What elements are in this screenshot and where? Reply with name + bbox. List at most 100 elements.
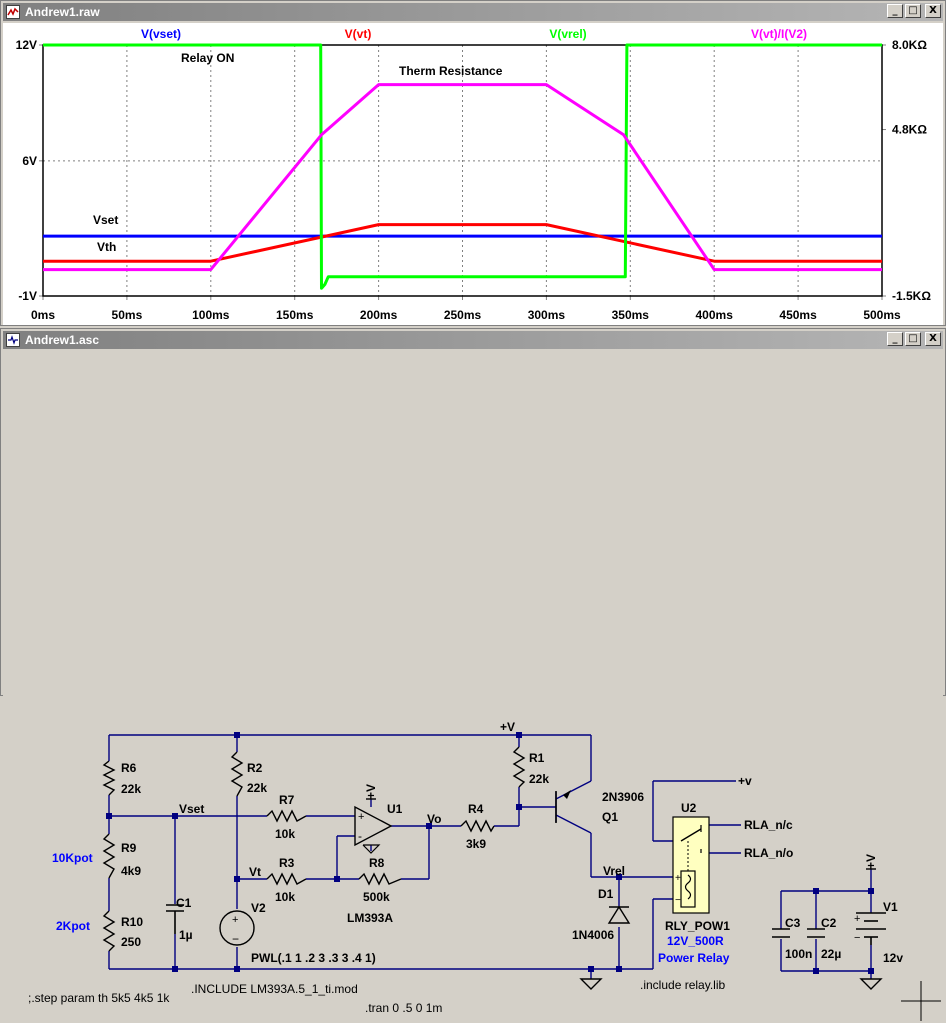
waveform-restore-button[interactable]: □ bbox=[905, 4, 921, 18]
v2-plus-sign: + bbox=[232, 914, 238, 926]
x-tick-label: 300ms bbox=[528, 308, 566, 322]
u1-minus-pin: - bbox=[358, 829, 362, 843]
c2-value: 22µ bbox=[821, 947, 841, 961]
r7-value: 10k bbox=[275, 827, 295, 841]
net-label-plus-v-relay: +v bbox=[738, 774, 752, 788]
x-tick-label: 150ms bbox=[276, 308, 314, 322]
plot-background bbox=[3, 23, 943, 325]
v2-minus-sign: − bbox=[232, 932, 239, 946]
r6-value: 22k bbox=[121, 782, 141, 796]
y-right-tick-label: 8.0KΩ bbox=[892, 38, 927, 52]
r10-name: R10 bbox=[121, 915, 143, 929]
waveform-titlebar[interactable]: Andrew1.raw _ □ X bbox=[3, 3, 943, 21]
legend-label: V(vset) bbox=[141, 27, 181, 41]
d1-name: D1 bbox=[598, 887, 614, 901]
plot-annotation: Vset bbox=[93, 213, 118, 227]
waveform-app-icon bbox=[6, 5, 20, 19]
schematic-minimize-button[interactable]: _ bbox=[887, 332, 903, 346]
r8-name: R8 bbox=[369, 856, 385, 870]
x-tick-label: 200ms bbox=[360, 308, 398, 322]
u2-coil-plus-pin: + bbox=[675, 873, 681, 884]
r4-value: 3k9 bbox=[466, 837, 486, 851]
r2-name: R2 bbox=[247, 761, 263, 775]
d1-value: 1N4006 bbox=[572, 928, 614, 942]
u1-value: LM393A bbox=[347, 911, 393, 925]
schematic-app-icon bbox=[6, 333, 20, 347]
waveform-minimize-button[interactable]: _ bbox=[887, 4, 903, 18]
crosshair-cursor-icon bbox=[901, 981, 941, 1021]
plot-annotation: Therm Resistance bbox=[399, 64, 503, 78]
y-left-tick-label: 12V bbox=[16, 38, 37, 52]
schematic-resistors bbox=[102, 746, 526, 952]
schematic-close-button[interactable]: X bbox=[925, 332, 941, 346]
c2-name: C2 bbox=[821, 916, 837, 930]
r3-name: R3 bbox=[279, 856, 295, 870]
r10-value: 250 bbox=[121, 935, 141, 949]
q1-transistor-symbol bbox=[555, 790, 571, 823]
plot-annotation: Vth bbox=[97, 240, 116, 254]
y-left-tick-label: -1V bbox=[18, 289, 37, 303]
schematic-canvas[interactable]: + − + − + - bbox=[3, 681, 943, 1023]
v2-name: V2 bbox=[251, 901, 266, 915]
u2-attr-type: Power Relay bbox=[658, 951, 730, 965]
x-tick-label: 50ms bbox=[112, 308, 143, 322]
pot-label-2k: 2Kpot bbox=[56, 919, 90, 933]
r9-value: 4k9 bbox=[121, 864, 141, 878]
c3-name: C3 bbox=[785, 916, 801, 930]
series-resistance-line bbox=[43, 83, 882, 272]
u2-attr-rating: 12V_500R bbox=[667, 934, 724, 948]
y-left-tick-label: 6V bbox=[22, 154, 37, 168]
d1-diode-symbol bbox=[607, 905, 631, 924]
schematic-window-title: Andrew1.asc bbox=[25, 333, 100, 347]
directive-tran: .tran 0 .5 0 1m bbox=[365, 1001, 442, 1015]
net-label-plus-v-top: +V bbox=[500, 720, 515, 734]
u1-plus-pin: + bbox=[358, 811, 364, 823]
net-label-vo: Vo bbox=[427, 812, 441, 826]
y-right-tick-label: -1.5KΩ bbox=[892, 289, 931, 303]
net-label-vset: Vset bbox=[179, 802, 204, 816]
x-tick-label: 350ms bbox=[612, 308, 650, 322]
series-vrel-line bbox=[43, 43, 882, 290]
plot-annotation: Relay ON bbox=[181, 51, 234, 65]
v2-value: PWL(.1 1 .2 3 .3 3 .4 1) bbox=[251, 951, 376, 965]
directive-include-lib: .include relay.lib bbox=[640, 978, 725, 992]
pot-label-10k: 10Kpot bbox=[52, 851, 93, 865]
v1-value: 12v bbox=[883, 951, 903, 965]
r1-name: R1 bbox=[529, 751, 545, 765]
r9-name: R9 bbox=[121, 841, 137, 855]
v1-name: V1 bbox=[883, 900, 898, 914]
r7-name: R7 bbox=[279, 793, 295, 807]
directive-include: .INCLUDE LM393A.5_1_ti.mod bbox=[191, 982, 358, 996]
r6-name: R6 bbox=[121, 761, 137, 775]
u1-name: U1 bbox=[387, 802, 403, 816]
v2-source-symbol: + − bbox=[219, 910, 255, 946]
u2-coil-minus-pin: − bbox=[675, 895, 681, 906]
series-vt-line bbox=[43, 223, 882, 263]
x-tick-label: 500ms bbox=[863, 308, 901, 322]
u2-relay-symbol: + − bbox=[672, 816, 710, 914]
c1-name: C1 bbox=[176, 896, 192, 910]
x-tick-label: 400ms bbox=[696, 308, 734, 322]
x-tick-label: 250ms bbox=[444, 308, 482, 322]
waveform-close-button[interactable]: X bbox=[925, 4, 941, 18]
c1-value: 1µ bbox=[179, 928, 193, 942]
r1-value: 22k bbox=[529, 772, 549, 786]
r2-value: 22k bbox=[247, 781, 267, 795]
directive-step: ;.step param th 5k5 4k5 1k bbox=[28, 991, 170, 1005]
schematic-titlebar[interactable]: Andrew1.asc _ □ X bbox=[3, 331, 943, 349]
u1-opamp-symbol: + - bbox=[354, 805, 393, 854]
v1-plus-sign: + bbox=[854, 913, 860, 925]
u2-name: U2 bbox=[681, 801, 697, 815]
schematic-restore-button[interactable]: □ bbox=[905, 332, 921, 346]
net-label-v1-supply: +V bbox=[864, 854, 878, 869]
waveform-window-title: Andrew1.raw bbox=[25, 5, 100, 19]
net-label-rla-nc: RLA_n/c bbox=[744, 818, 793, 832]
x-tick-label: 0ms bbox=[31, 308, 55, 322]
legend-label: V(vt)/I(V2) bbox=[751, 27, 807, 41]
schematic-drawing[interactable]: + − + − + - bbox=[3, 681, 943, 1023]
v1-battery-symbol bbox=[856, 912, 886, 945]
u2-value: RLY_POW1 bbox=[665, 919, 730, 933]
